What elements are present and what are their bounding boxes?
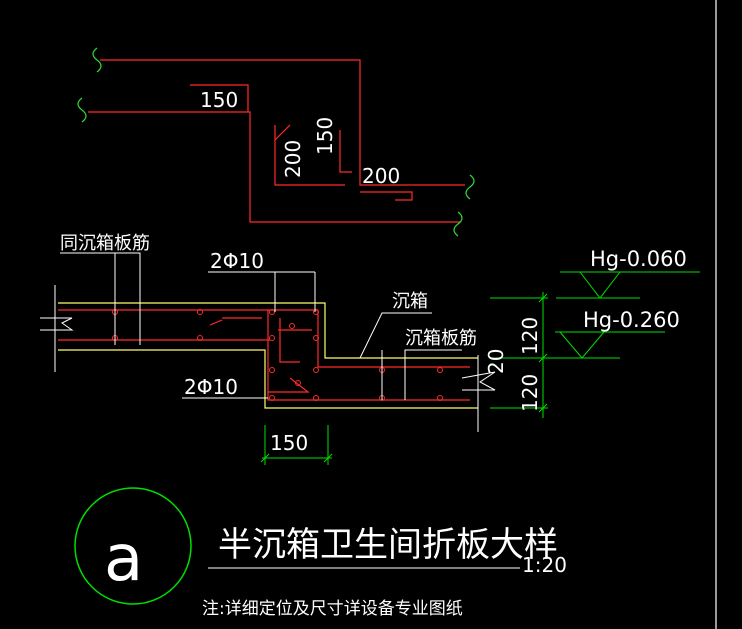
rebar-dot — [313, 367, 319, 373]
rebar-dot — [313, 395, 319, 401]
dim-width-tick-left — [260, 453, 270, 463]
upper-inner-line — [88, 111, 460, 223]
rebar-hook-3 — [268, 377, 310, 393]
drawing-title: 半沉箱卫生间折板大样 — [218, 525, 558, 565]
dim-vert-tick-2 — [538, 353, 548, 363]
rebar-dot — [269, 335, 275, 341]
dim-vert-tick-3 — [538, 403, 548, 413]
leader-lines — [60, 252, 462, 400]
leader-top-bar — [208, 271, 276, 312]
rebar-dot — [197, 335, 203, 341]
note-text: 注:详细定位及尺寸详设备专业图纸 — [202, 599, 463, 619]
break-line-upper-2 — [77, 97, 87, 123]
label-sink-rebar: 沉箱板筋 — [405, 328, 477, 349]
rebar-dot — [313, 335, 319, 341]
index-circle — [74, 487, 192, 605]
rebar-step-outer — [267, 310, 470, 401]
slab-rebar — [58, 309, 470, 401]
break-line-upper-4 — [453, 211, 463, 237]
label-top-bar: 2Φ10 — [210, 249, 264, 273]
slab-top-surface — [58, 302, 478, 359]
rebar-step-inner — [317, 310, 470, 368]
rebar-dots — [112, 309, 443, 401]
rebar-dot — [269, 367, 275, 373]
upper-bar-3 — [274, 124, 291, 141]
break-line-upper-3 — [465, 174, 475, 200]
scale-text: 1:20 — [522, 553, 567, 577]
upper-dim-c: 200 — [281, 140, 305, 178]
dim-vert-tick-1 — [538, 293, 548, 303]
rebar-dot — [295, 380, 301, 386]
rebar-dot — [437, 395, 443, 401]
rebar-dot — [437, 367, 443, 373]
rebar-dot — [269, 395, 275, 401]
rebar-hook-2 — [279, 318, 300, 363]
dim-width-tick-right — [323, 453, 333, 463]
upper-dim-d: 200 — [362, 164, 400, 188]
dim-height-2-text: 120 — [518, 374, 542, 412]
level-top-triangle — [579, 271, 621, 299]
label-left-rebar: 同沉箱板筋 — [60, 233, 150, 254]
rebar-dot — [197, 309, 203, 315]
upper-outer-line — [100, 59, 465, 186]
slab-left-break — [40, 285, 74, 372]
slab-bottom-surface — [58, 349, 478, 409]
upper-bar-5 — [360, 191, 413, 201]
upper-bar-4 — [339, 130, 352, 173]
leader-sink — [359, 312, 432, 359]
dim-height-1-text: 120 — [518, 317, 542, 355]
slab-right-zigzag — [461, 371, 496, 391]
rebar-dot — [289, 323, 295, 329]
label-bottom-bar: 2Φ10 — [184, 375, 238, 399]
level-bottom-triangle — [559, 331, 605, 359]
break-line-upper-1 — [92, 47, 102, 73]
upper-dim-a: 150 — [200, 88, 238, 112]
upper-step-detail — [77, 47, 475, 237]
section-labels: 同沉箱板筋 2Φ10 2Φ10 沉箱 沉箱板筋 — [60, 233, 477, 399]
dimension-texts: 150 120 120 20 Hg-0.060 Hg-0.260 — [270, 247, 687, 455]
upper-bar-1 — [190, 84, 249, 112]
level-top-text: Hg-0.060 — [590, 247, 687, 271]
slab-right-break — [461, 355, 496, 432]
slab-left-zigzag — [40, 317, 74, 331]
upper-dimension-texts: 150 150 200 200 — [200, 88, 400, 188]
index-letter: a — [104, 522, 143, 596]
dim-offset-text: 20 — [484, 349, 508, 374]
rebar-dash — [209, 319, 223, 326]
title-block: a 半沉箱卫生间折板大样 1:20 注:详细定位及尺寸详设备专业图纸 — [74, 487, 567, 619]
rebar-dot — [313, 309, 319, 315]
leader-sink-rebar — [404, 349, 462, 400]
label-sink: 沉箱 — [392, 291, 428, 312]
upper-dim-b: 150 — [313, 117, 337, 155]
upper-bar-2 — [274, 125, 345, 186]
dimensions — [260, 271, 700, 465]
leader-left-rebar — [60, 252, 141, 345]
dim-width-text: 150 — [270, 431, 308, 455]
level-bottom-text: Hg-0.260 — [583, 308, 680, 332]
slab-concrete-outline — [58, 302, 478, 409]
